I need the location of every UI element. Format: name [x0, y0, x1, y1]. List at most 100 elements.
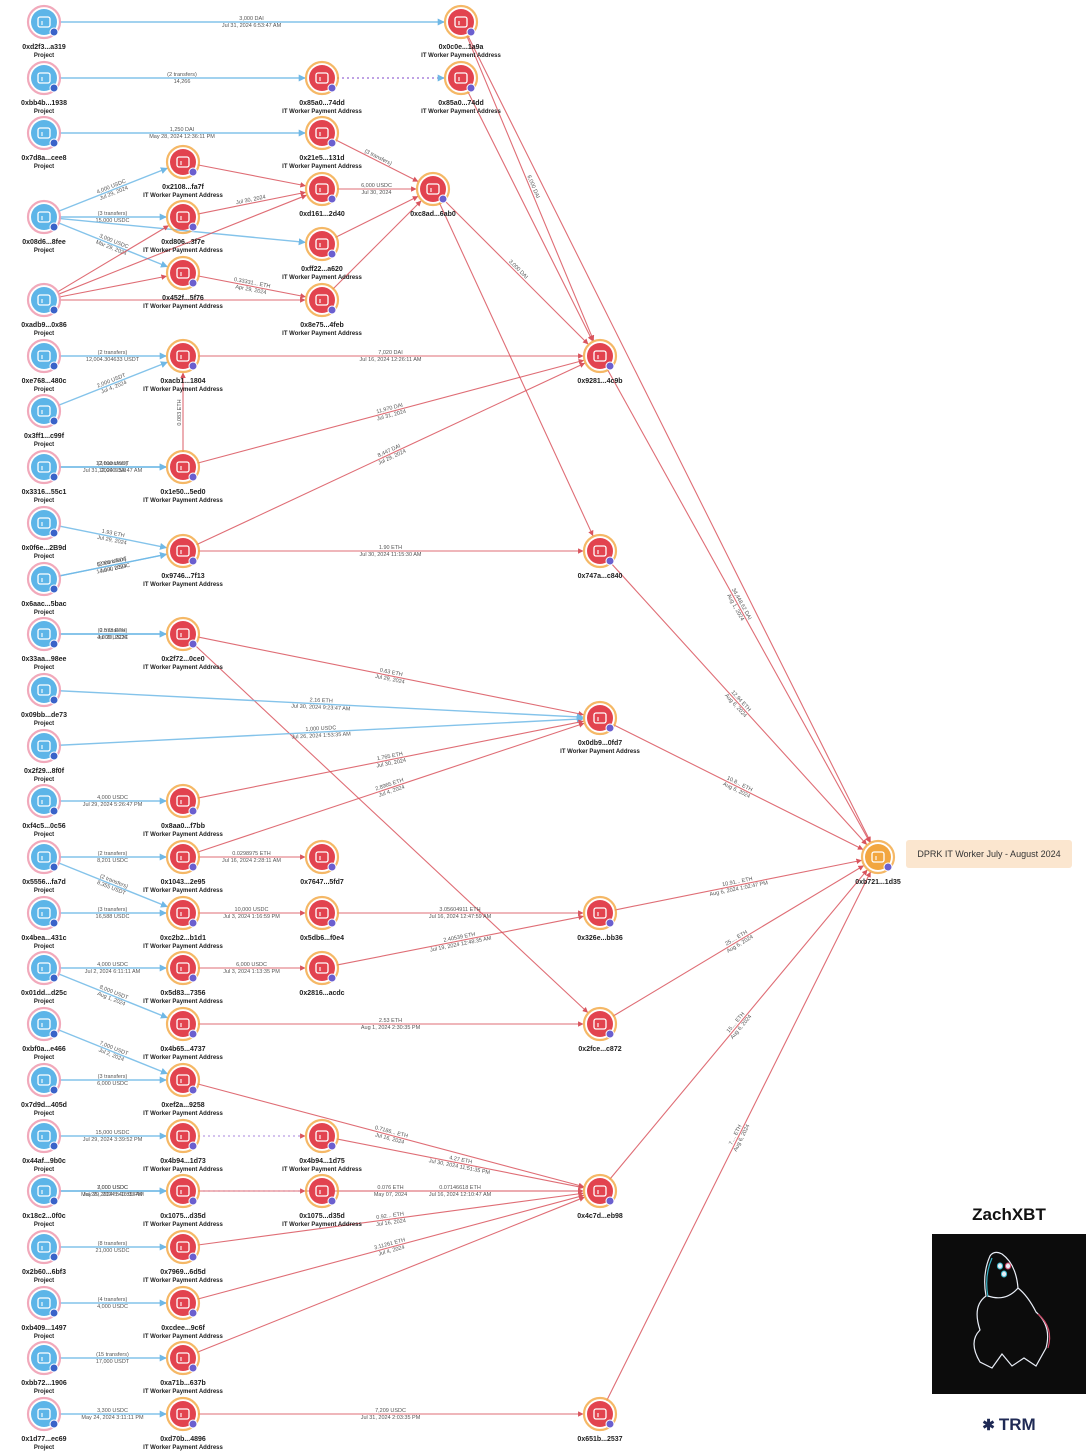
transfer-edge: [197, 164, 306, 188]
edge-label: (2 transfers)14,000 USDC: [95, 556, 131, 575]
worker-node[interactable]: 0xd161...2d40: [299, 171, 345, 218]
final-node[interactable]: 0xb721...1d35: [855, 839, 901, 886]
node-tag: Project: [34, 109, 54, 115]
hub-node[interactable]: 0x4c7d...eb98: [577, 1173, 623, 1220]
hub-node[interactable]: 0x326e...bb36: [577, 895, 623, 942]
node-tag: IT Worker Payment Address: [143, 498, 223, 504]
worker-node[interactable]: 0x2816...acdc: [299, 950, 345, 997]
edge-line: [197, 358, 585, 464]
chain-badge-icon: [327, 973, 337, 983]
node-ring: [26, 1229, 62, 1265]
hub-node[interactable]: 0x651b...2537: [577, 1396, 623, 1443]
node-tag: Project: [34, 888, 54, 894]
edge-line: [467, 35, 871, 843]
transfer-edge: [193, 643, 588, 1013]
node-circle: [309, 1178, 335, 1204]
node-circle: [309, 287, 335, 313]
hub-node[interactable]: 0x2fce...c872: [578, 1006, 622, 1053]
node-ring: [26, 895, 62, 931]
wallet-icon: [37, 16, 51, 28]
node-ring: [165, 1340, 201, 1376]
edge-label-line: (15 transfers): [96, 1352, 129, 1358]
edge-label-line: Jul 30, 2024 9:23:47 AM: [291, 703, 351, 712]
node-tag: Project: [34, 498, 54, 504]
node-address: 0xff22...a620: [301, 266, 343, 273]
edge-label-line: 1,000 USDC: [305, 725, 336, 733]
edge-line: [58, 690, 584, 721]
node-ring: [304, 839, 340, 875]
hub-node[interactable]: 0x747a...c840: [578, 533, 623, 580]
hub-node[interactable]: 0x9281...4c9b: [577, 338, 623, 385]
node-address: 0x09bb...de73: [21, 712, 67, 719]
worker-node[interactable]: 0xc8ad...6ab0: [410, 171, 456, 218]
worker-node[interactable]: 0x5db6...f0e4: [300, 895, 344, 942]
worker-node[interactable]: 0x7647...5fd7: [300, 839, 344, 886]
edge-line: [197, 636, 584, 717]
node-ring: [165, 255, 201, 291]
node-address: 0x5db6...f0e4: [300, 935, 344, 942]
node-circle: [31, 9, 57, 35]
edge-line: [58, 552, 168, 577]
node-ring: [26, 561, 62, 597]
transfer-edge: 8,447 DAIJul 29, 2024: [196, 362, 586, 546]
wallet-icon: [593, 907, 607, 919]
wallet-icon: [454, 72, 468, 84]
